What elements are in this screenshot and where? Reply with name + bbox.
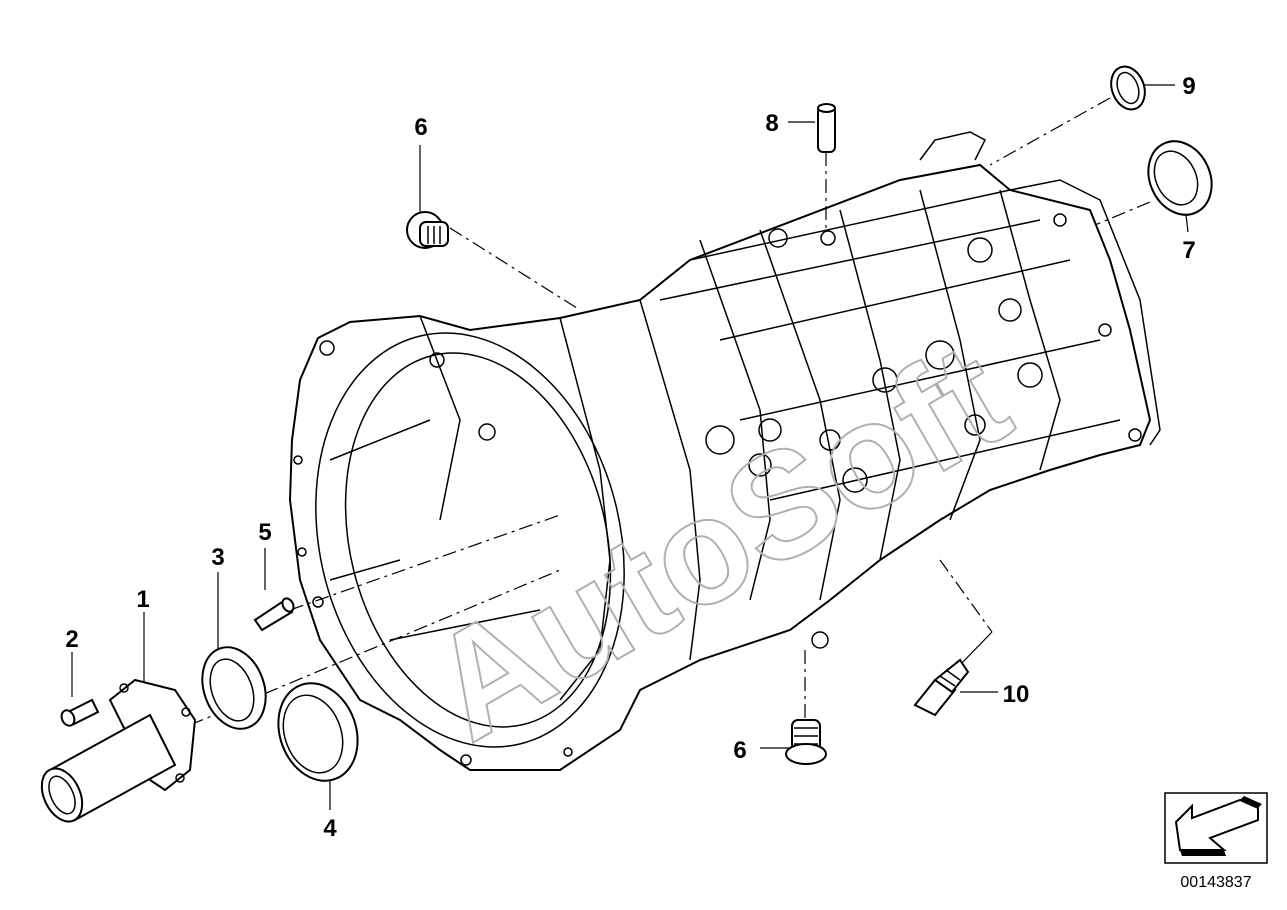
- callout-10: 10: [1003, 681, 1030, 708]
- shaft-seal: [201, 646, 267, 730]
- callout-6-bottom: 6: [733, 737, 746, 764]
- callout-3: 3: [211, 544, 224, 571]
- callout-7: 7: [1182, 237, 1195, 264]
- document-number: 00143837: [1180, 874, 1251, 891]
- callout-6-top: 6: [414, 114, 427, 141]
- leader-lines: [71, 84, 1189, 810]
- callout-8: 8: [765, 110, 778, 137]
- dowel-pin-top: [817, 103, 836, 153]
- callout-2: 2: [65, 626, 78, 653]
- bearing-ring: [277, 682, 359, 782]
- sealing-cap: [1110, 65, 1146, 111]
- bolt: [60, 698, 100, 727]
- callout-9: 9: [1182, 73, 1195, 100]
- transmission-housing: [288, 131, 1161, 771]
- reverse-light-switch: [913, 658, 970, 717]
- callout-4: 4: [323, 815, 337, 842]
- screw-plug-top: [406, 211, 449, 249]
- dowel-pin: [253, 597, 295, 632]
- callout-5: 5: [258, 519, 271, 546]
- screw-plug-bottom: [785, 719, 827, 765]
- callout-labels: 1 2 3 4 5 6 6 7 8 9 10: [65, 73, 1195, 842]
- shaft-seal-rear: [1147, 140, 1213, 216]
- arrow-direction-icon: [1164, 792, 1268, 864]
- guide-sleeve: [40, 678, 197, 823]
- callout-1: 1: [136, 586, 149, 613]
